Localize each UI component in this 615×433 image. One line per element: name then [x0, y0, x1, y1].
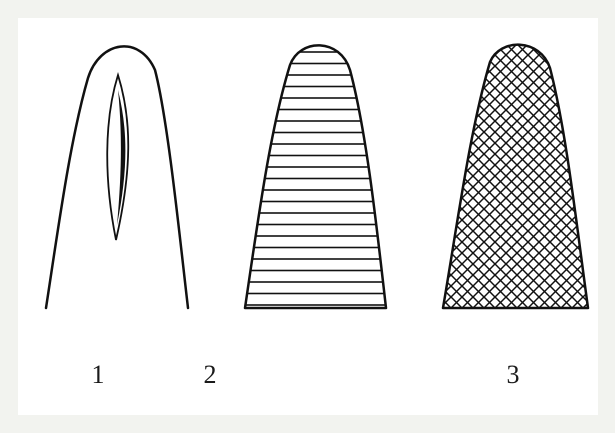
label-3: 3 — [507, 360, 520, 389]
label-1: 1 — [92, 360, 105, 389]
label-2: 2 — [204, 360, 217, 389]
